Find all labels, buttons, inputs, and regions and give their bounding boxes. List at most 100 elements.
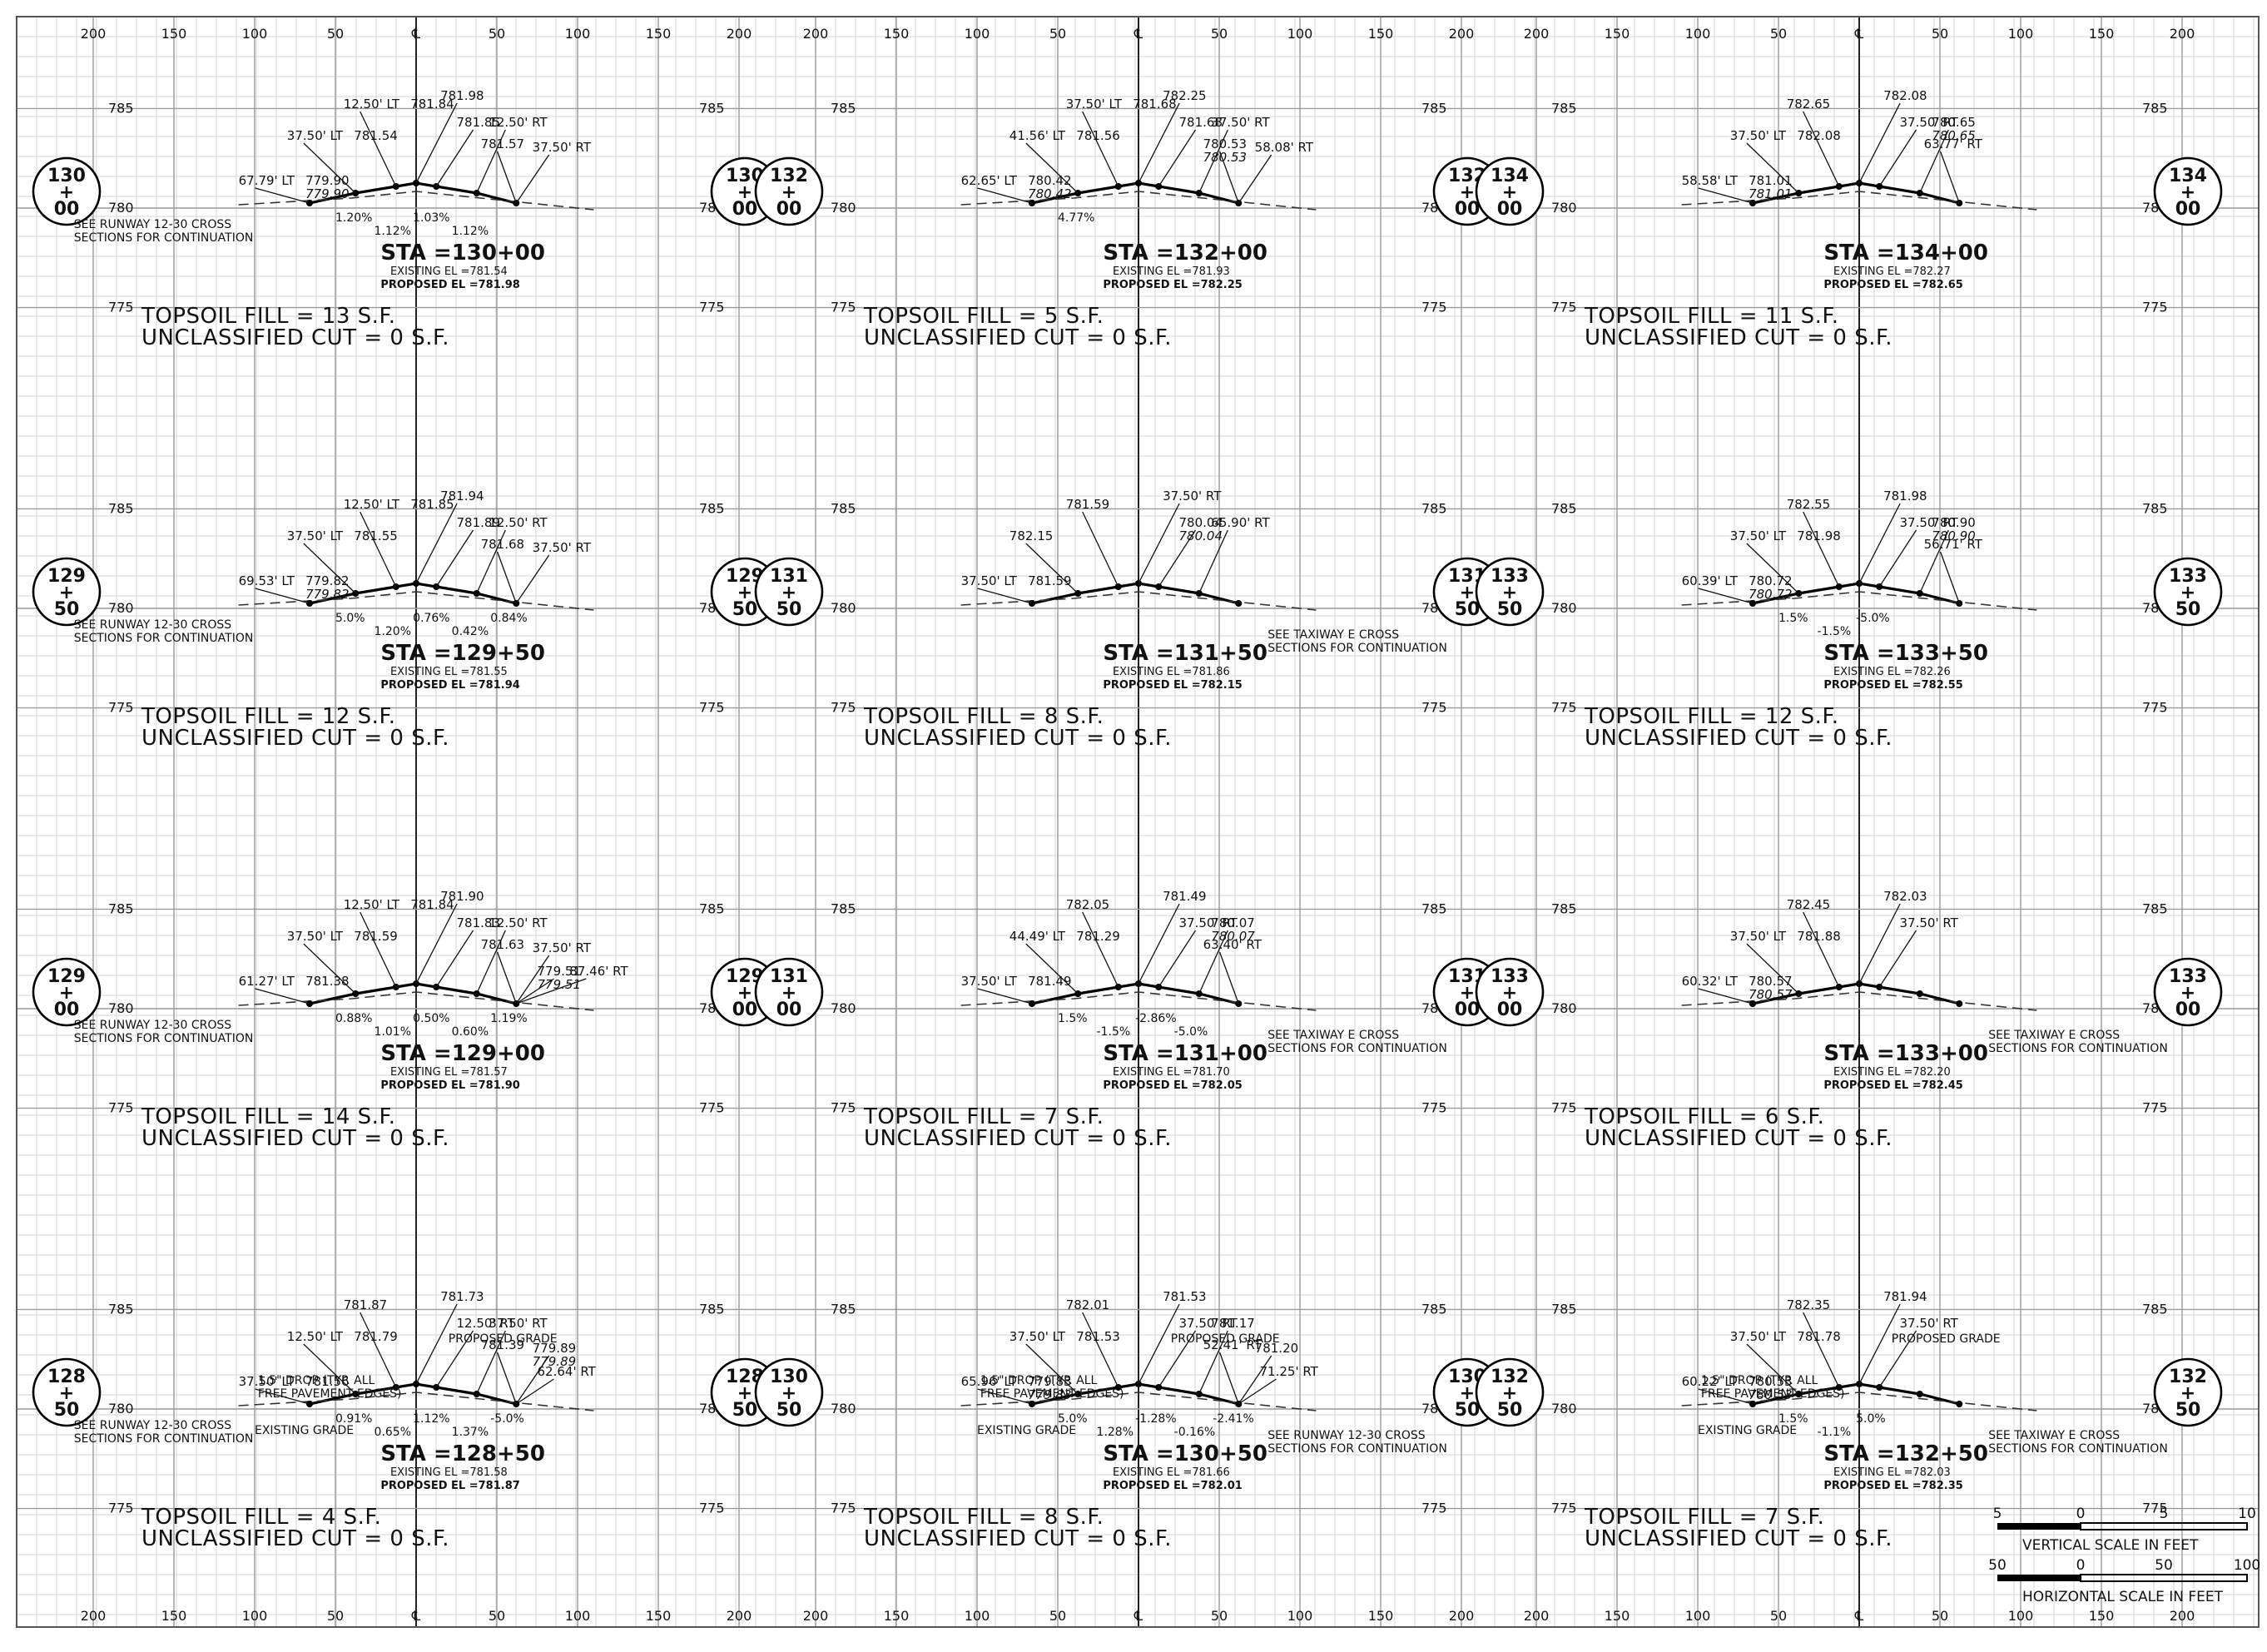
offset-elevation-label: 781.59 (1066, 497, 1119, 588)
elevation-label-right: 775 (699, 300, 725, 315)
sheet-border (16, 16, 2260, 1628)
elevation-label-right: 775 (1421, 300, 1447, 315)
offset-label: 780.53 (1203, 136, 1248, 151)
station-circle-offset: 00 (776, 199, 802, 220)
station-circle-offset: 50 (2175, 599, 2201, 620)
existing-elevation-label: 779.90 (305, 186, 350, 201)
leader-line (415, 903, 458, 985)
leader-line (1858, 102, 1901, 184)
continuation-note-line: SECTIONS FOR CONTINUATION (1267, 1442, 1447, 1456)
unclassified-cut-quantity: UNCLASSIFIED CUT = 0 S.F. (1585, 726, 1892, 751)
axis-labels: 2002001501501001005050℄℄5050100100150150… (81, 26, 2195, 1624)
offset-label: 65.96' LT (961, 1374, 1018, 1389)
offset-elevation-label: 781.20 (1238, 1341, 1298, 1405)
leader-line (496, 551, 517, 604)
station-circle-number: 133 (1491, 966, 1529, 987)
offset-label: 781.94 (1883, 1289, 1927, 1304)
drop-callout-line: FREE PAVEMENT EDGES) (1701, 1387, 1845, 1401)
scale-tick: 0 (2076, 1557, 2086, 1574)
x-tick-label-bottom: 50 (489, 1608, 505, 1624)
offset-label: 781.89 (457, 515, 501, 530)
offset-label: 37.50' RT (1900, 515, 1959, 530)
station-circle-plus: + (2180, 583, 2195, 603)
elevation-label-left: 775 (1551, 700, 1577, 716)
leader-line (515, 1355, 550, 1405)
leader-line (1746, 543, 1799, 594)
station-circle-ring (754, 557, 824, 627)
existing-elevation-note: EXISTING EL =782.20 (1833, 1066, 1951, 1079)
station-circle-ring (1475, 557, 1545, 627)
proposed-elevation-note: PROPOSED EL =782.45 (1823, 1079, 1962, 1092)
offset-label: 782.08 (1883, 88, 1927, 103)
existing-grade-callout: EXISTING GRADE (255, 1424, 354, 1437)
x-tick-label-top: 150 (2089, 26, 2115, 42)
existing-elevation-note: EXISTING EL =781.57 (390, 1066, 508, 1079)
offset-elevation-label: 781.94 (415, 489, 484, 584)
elevation-label-left: 775 (831, 700, 856, 716)
existing-grade-line (960, 991, 1317, 1011)
offset-label: 60.32' LT (1682, 974, 1739, 989)
leader-line (1082, 1312, 1119, 1388)
offset-label: 87.46' RT (569, 964, 628, 979)
offset-label: 63.40' RT (1203, 937, 1262, 952)
x-tick-label-bottom: ℄ (411, 1608, 421, 1624)
station-circle-ring (32, 156, 102, 226)
station-circle-offset: 50 (776, 1400, 802, 1421)
leader-line (1858, 1303, 1901, 1385)
slope-label: 1.5% (1778, 1412, 1808, 1426)
station-circle-plus: + (737, 983, 752, 1004)
offset-label: 62.64' RT (538, 1364, 597, 1379)
x-tick-label-top: 50 (489, 26, 505, 42)
x-tick-label-bottom: 100 (242, 1608, 268, 1624)
offset-label: 37.50' LT (239, 1374, 295, 1389)
station-circle-plus: + (2180, 983, 2195, 1004)
offset-label: 782.35 (1787, 1297, 1831, 1312)
slope-label: 0.42% (452, 625, 489, 638)
x-tick-label-top: 50 (327, 26, 344, 42)
leader-line (1138, 1303, 1180, 1385)
station-circle-offset: 50 (732, 1400, 758, 1421)
slope-label: -5.0% (490, 1412, 524, 1426)
slope-label: -2.86% (1135, 1012, 1177, 1025)
station-label: STA =133+50 (1823, 641, 1988, 666)
station-circle-offset: 00 (776, 1000, 802, 1020)
x-tick-label-top: 200 (727, 26, 752, 42)
continuation-note-line: SECTIONS FOR CONTINUATION (1988, 1442, 2168, 1456)
proposed-grade-callout: PROPOSED GRADE (449, 1332, 558, 1346)
leader-line (496, 951, 517, 1005)
elevation-label: 781.88 (1797, 929, 1841, 944)
offset-elevation-label: 781.63 (481, 937, 524, 1005)
elevation-label-left: 785 (108, 900, 134, 916)
offset-elevation-label: 782.45 (1787, 897, 1840, 988)
elevation-label-left: 785 (108, 500, 134, 516)
offset-label: 780.07 (1211, 915, 1255, 930)
continuation-note-line: SECTIONS FOR CONTINUATION (74, 1432, 254, 1446)
grade-point (1916, 1391, 1923, 1397)
existing-grade-line (238, 991, 594, 1011)
leader-line (1858, 503, 1901, 584)
slope-label: 1.03% (413, 211, 449, 225)
slope-label: 4.77% (1058, 211, 1094, 225)
x-tick-label-bottom: 200 (727, 1608, 752, 1624)
station-label: STA =132+00 (1103, 241, 1267, 265)
continuation-note-line: SEE RUNWAY 12-30 CROSS (74, 218, 232, 231)
proposed-elevation-note: PROPOSED EL =782.65 (1823, 279, 1962, 291)
offset-label: 781.87 (344, 1297, 388, 1312)
offset-label: 782.15 (1009, 528, 1054, 543)
offset-label: 52.41' RT (1203, 1337, 1262, 1352)
offset-elevation-label: 781.94 (1858, 1289, 1927, 1385)
slope-label: 5.0% (1058, 1412, 1088, 1426)
leader-line (435, 1330, 474, 1388)
station-label: STA =130+00 (380, 241, 545, 265)
elevation-label-left: 775 (1551, 300, 1577, 315)
slope-label: 1.37% (452, 1426, 489, 1439)
existing-elevation-label: 780.72 (1749, 587, 1793, 602)
offset-label: 12.50' LT (344, 497, 400, 512)
drop-callout-line: 1.5" DROP (TYP. ALL (258, 1374, 375, 1387)
